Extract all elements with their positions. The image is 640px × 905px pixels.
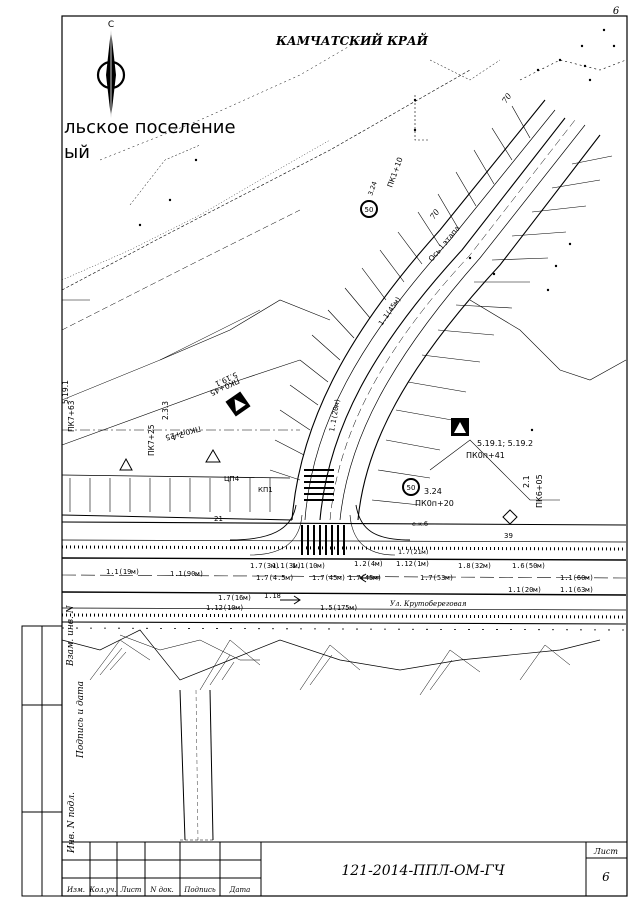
compass-letter: С xyxy=(108,20,114,30)
station-label: ПК7+63 xyxy=(67,400,76,432)
marking-label: 1.12(1м) xyxy=(396,560,430,568)
road-corridor xyxy=(61,39,627,841)
title-col-signature: Подпись xyxy=(183,886,216,894)
station-label: ПК6+05 xyxy=(535,474,544,508)
yield-sign-1 xyxy=(119,457,133,471)
title-col-sheet: Лист xyxy=(120,886,142,894)
marking-label: 1.1(60м) xyxy=(560,574,594,582)
sheet-number: 6 xyxy=(602,870,610,884)
marking-label: 1.7(3м) xyxy=(250,562,280,570)
title-col-docnum: N док. xyxy=(149,886,173,894)
sign-label: 2.3.3 xyxy=(161,401,170,420)
station-label: ПК7+25 xyxy=(147,424,156,456)
sign-label: 3.24 xyxy=(424,487,442,496)
street-name: Ул. Крутобереговая xyxy=(390,600,467,608)
marking-label: 1.1(20м) xyxy=(508,586,542,594)
compass-icon: С xyxy=(96,20,126,118)
marking-label: 1.7(53м) xyxy=(420,574,454,582)
marking-label: 1.1(20м) xyxy=(328,398,342,433)
marking-label: 1.7(4.5м) xyxy=(256,574,294,582)
survey-points xyxy=(138,28,616,432)
marking-label: 1.5(175м) xyxy=(320,604,358,612)
speed-limit-value-upper: 50 xyxy=(365,206,374,214)
misc-label: 21 xyxy=(214,515,223,523)
speed-limit-sign-upper: 50 xyxy=(360,200,378,218)
marking-label: 1.1(10м) xyxy=(292,562,326,570)
axis-label: Ось I этапа xyxy=(427,224,462,264)
sign-label: 3.24 xyxy=(366,180,378,196)
stamp-label-signature: Подпись и дата xyxy=(76,681,86,759)
title-block xyxy=(61,841,628,897)
title-col-count: Кол.уч. xyxy=(89,886,117,894)
yield-sign-2 xyxy=(205,449,221,463)
stamp-label-replace: Взам. инв. N xyxy=(66,604,76,667)
settlement-label-line1: льское поселение xyxy=(64,117,236,138)
sheet-label: Лист xyxy=(593,847,618,856)
marking-label: 1.2(4м) xyxy=(354,560,384,568)
marking-label: 1.1(90м) xyxy=(170,570,204,578)
marking-label: 1.7(21м) xyxy=(398,548,429,556)
sign-label: 2.1 xyxy=(522,475,531,488)
misc-label: КП1 xyxy=(258,486,273,494)
document-code: 121-2014-ППЛ-ОМ-ГЧ xyxy=(341,863,505,879)
marking-label: 1.18 xyxy=(264,592,281,600)
region-title: КАМЧАТСКИЙ КРАЙ xyxy=(275,32,429,48)
station-label: ПК0п+41 xyxy=(466,451,505,460)
marking-label: 1.1(45м) xyxy=(377,295,403,327)
station-label: ПК1+10 xyxy=(385,156,404,189)
marking-label: 1.7(45м) xyxy=(348,574,382,582)
misc-label: 70 xyxy=(428,208,441,222)
marking-label: 1.12(10м) xyxy=(206,604,244,612)
pedestrian-crossing-sign-right xyxy=(451,418,469,436)
sign-label: 2.4 xyxy=(171,430,185,442)
marking-label: 1.7(45м) xyxy=(312,574,346,582)
title-col-date: Дата xyxy=(229,886,251,894)
marking-label: 1.1(3м) xyxy=(272,562,302,570)
stamp-label-inventory: Инв. N подл. xyxy=(67,792,77,854)
marking-label: 1.1(63м) xyxy=(560,586,594,594)
sign-label: 5.19.1; 5.19.2 xyxy=(477,439,533,448)
marking-label: 1.6(50м) xyxy=(512,562,546,570)
marking-label: 1.7(16м) xyxy=(218,594,252,602)
marking-label: 1.1(19м) xyxy=(106,568,140,576)
title-col-change: Изм. xyxy=(66,886,85,894)
misc-label: 70 xyxy=(500,92,513,106)
speed-limit-sign-right: 50 xyxy=(402,478,420,496)
speed-limit-value-right: 50 xyxy=(407,484,416,492)
page-number: 6 xyxy=(613,6,620,17)
main-road-sign xyxy=(502,509,518,525)
misc-label: ЦП4 xyxy=(224,475,240,483)
marking-label: 1.8(32м) xyxy=(458,562,492,570)
station-label: ПК0п+20 xyxy=(415,499,454,508)
sign-label: 5.19.1 xyxy=(61,380,70,404)
settlement-label-line2: ый xyxy=(64,142,90,163)
title-block-columns: Изм. Кол.уч. Лист N док. Подпись Дата xyxy=(66,886,250,894)
misc-label: 39 xyxy=(504,532,513,540)
misc-label: е.к.б xyxy=(412,520,428,528)
road-signs: 50 50 xyxy=(119,200,518,525)
pedestrian-crossing-sign-left xyxy=(225,391,251,417)
side-stamp xyxy=(21,625,63,897)
